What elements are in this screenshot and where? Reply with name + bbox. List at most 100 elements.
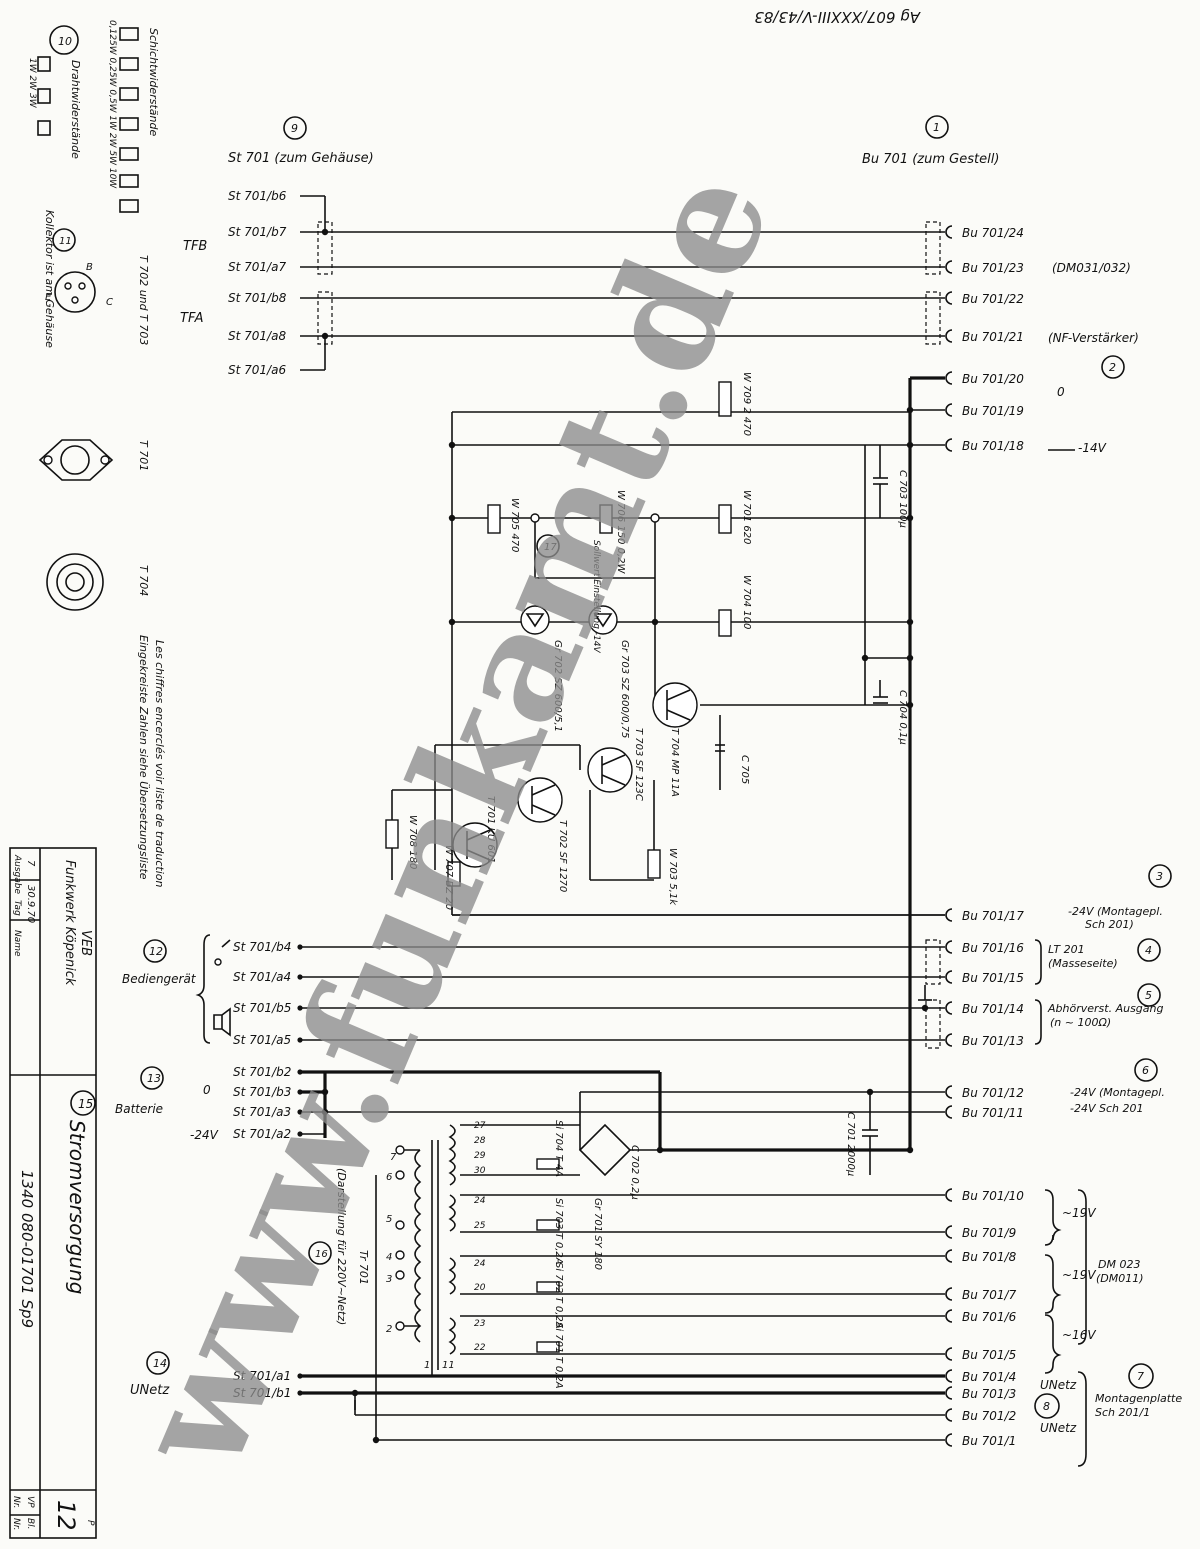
ref-7: 7 <box>1137 1370 1144 1383</box>
label-w709: W 709 2 470 <box>741 372 752 436</box>
tb-vp: VP <box>25 1496 35 1508</box>
sec-pin-29: 29 <box>474 1151 486 1161</box>
sec-pin-25: 25 <box>474 1221 486 1231</box>
lt201-sub: (Masseseite) <box>1048 957 1118 970</box>
label-t703: T 703 SF 123C <box>633 728 644 801</box>
sec-pin-27: 27 <box>474 1121 486 1131</box>
tb-ausgabe: Ausgabe <box>12 854 22 894</box>
bu-pin-17: Bu 701/17 <box>962 909 1024 923</box>
bediengeraet-label: Bediengerät <box>122 972 197 986</box>
bu-pin-2: Bu 701/2 <box>962 1409 1016 1423</box>
tr-pin-2: 2 <box>386 1324 392 1335</box>
label-si702: Si 702 T 0,2A <box>553 1262 564 1329</box>
tb-p: P <box>85 1520 95 1526</box>
st-pin-b3: St 701/b3 <box>233 1085 291 1099</box>
bu-pin-20: Bu 701/20 <box>962 372 1024 386</box>
legend-t704: T 704 <box>137 565 150 596</box>
sec-pin-28: 28 <box>474 1136 486 1146</box>
st-pin-a1: St 701/a1 <box>233 1369 291 1383</box>
tb-nr2: Nr. <box>11 1518 21 1530</box>
bu-pin-7: Bu 701/7 <box>962 1288 1017 1302</box>
signal-tfb: TFB <box>183 239 207 254</box>
label-tr701: Tr 701 <box>357 1250 370 1285</box>
bu17-note-1: -24V (Montagepl. <box>1068 905 1163 918</box>
tb-bl: Bl. <box>25 1518 35 1530</box>
st-pin-b6: St 701/b6 <box>228 189 287 203</box>
sheet-title: Stromversorgung <box>65 1120 89 1294</box>
abh-sub: (n ~ 100Ω) <box>1050 1016 1111 1029</box>
ref-5: 5 <box>1145 989 1152 1002</box>
battery-zero: 0 <box>203 1083 211 1097</box>
st-pin-a4: St 701/a4 <box>233 970 291 984</box>
signal-nf: (NF-Verstärker) <box>1048 331 1139 345</box>
label-gr701: Gr 701 SY 180 <box>592 1198 603 1270</box>
bu-title: Bu 701 (zum Gestell) <box>862 152 999 167</box>
bu-pin-1: Bu 701/1 <box>962 1434 1016 1448</box>
label-tr701-note: (Darstellung für 220V~Netz) <box>335 1168 348 1325</box>
label-w705: W 705 470 <box>509 498 520 552</box>
bu-pin-18: Bu 701/18 <box>962 439 1024 453</box>
tr-pin-3: 3 <box>386 1274 392 1285</box>
bu-pin-6: Bu 701/6 <box>962 1310 1017 1324</box>
tr-pin-1: 1 <box>424 1360 430 1371</box>
tb-nr: Nr. <box>11 1496 21 1508</box>
ref-13: 13 <box>147 1072 161 1085</box>
lt201-label: LT 201 <box>1048 943 1085 956</box>
ref-1: 1 <box>933 121 940 134</box>
tr-pin-11: 11 <box>442 1360 455 1371</box>
bu-pin-9: Bu 701/9 <box>962 1226 1016 1240</box>
tr-pin-5: 5 <box>386 1214 392 1225</box>
tr-pin-6: 6 <box>386 1172 392 1183</box>
wiring <box>9 25 1172 1539</box>
bu-pin-15: Bu 701/15 <box>962 971 1024 985</box>
bu-pin-16: Bu 701/16 <box>962 941 1024 955</box>
legend-draht: Drahtwiderstände <box>69 60 82 159</box>
st-pin-b2: St 701/b2 <box>233 1065 291 1079</box>
bu-pin-21: Bu 701/21 <box>962 330 1024 344</box>
st-pin-a2: St 701/a2 <box>233 1127 291 1141</box>
company-name: Funkwerk Köpenick <box>62 860 77 986</box>
bu-pin-5: Bu 701/5 <box>962 1348 1016 1362</box>
label-w701: W 701 620 <box>741 490 752 544</box>
company-veb: VEB <box>78 930 93 956</box>
montage-label: Montagenplatte <box>1095 1392 1182 1405</box>
st-title: St 701 (zum Gehäuse) <box>228 151 374 166</box>
st-pin-b4: St 701/b4 <box>233 940 291 954</box>
page-number: 12 <box>52 1500 80 1531</box>
st-pin-markers <box>297 944 303 1396</box>
bu17-note-2: Sch 201) <box>1085 918 1134 931</box>
dm011-label: (DM011) <box>1096 1272 1144 1285</box>
label-t702: T 702 SF 1270 <box>557 820 568 892</box>
label-c705: C 705 <box>739 755 750 784</box>
abh-label: Abhörverst. Ausgang <box>1047 1002 1163 1015</box>
st-pin-a6: St 701/a6 <box>228 363 286 377</box>
st-pin-a8: St 701/a8 <box>228 329 286 343</box>
label-w706: W 706 150 0,2W <box>615 490 626 575</box>
bu-pin-8: Bu 701/8 <box>962 1250 1017 1264</box>
label-c704: C 704 0,1µ <box>897 690 908 745</box>
bu-socket-markers <box>945 225 953 1447</box>
label-t701: T 701 KU 601 <box>485 796 496 864</box>
tr-pin-7: 7 <box>390 1152 397 1163</box>
tb-date: 30.9.70 <box>25 885 36 923</box>
bu-pin-12: Bu 701/12 <box>962 1086 1024 1100</box>
sec-pin-20: 20 <box>474 1283 486 1293</box>
st-pin-b5: St 701/b5 <box>233 1001 291 1015</box>
note-french: Les chiffres encerclés voir liste de tra… <box>153 640 166 887</box>
voltage-16v: ~16V <box>1062 1328 1096 1342</box>
sec-pin-22: 22 <box>474 1343 486 1353</box>
label-c703: C 703 100µ <box>897 470 908 528</box>
ref-8: 8 <box>1043 1400 1050 1413</box>
label-gr702: Gr 702 SZ 600/5,1 <box>552 640 563 732</box>
label-si704: Si 704 T 4A <box>553 1120 564 1177</box>
bu-pin-23: Bu 701/23 <box>962 261 1024 275</box>
ref-6: 6 <box>1142 1064 1149 1077</box>
signal-zero: 0 <box>1057 385 1065 399</box>
unetz-left: UNetz <box>130 1383 170 1398</box>
legend-schicht-ratings: 0,125W 0,25W 0,5W 1W 2W 5W 10W <box>107 20 117 189</box>
battery-minus24: -24V <box>190 1128 219 1142</box>
montage-sub: Sch 201/1 <box>1095 1406 1150 1419</box>
tb-ausgabe-nr: 7 <box>25 860 36 867</box>
